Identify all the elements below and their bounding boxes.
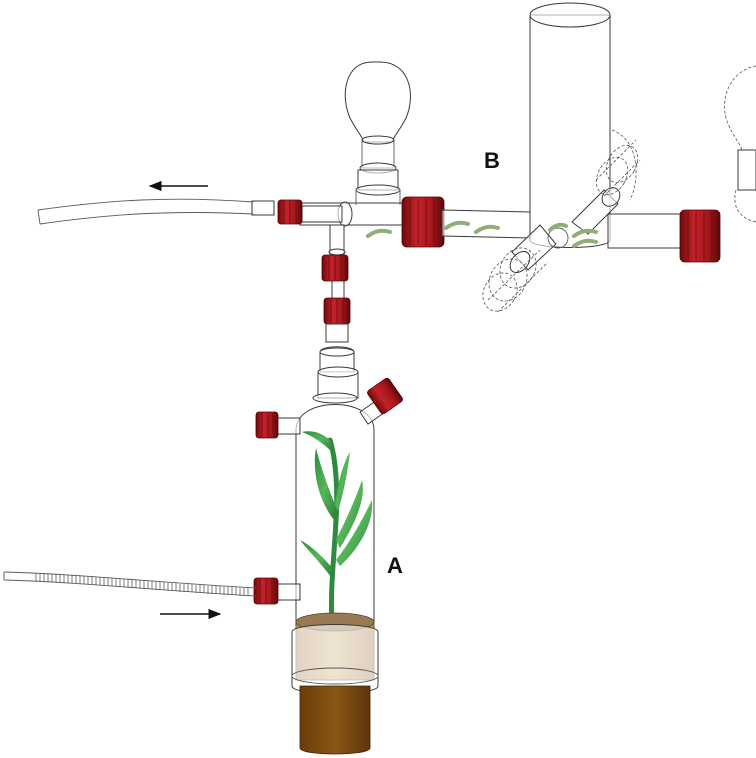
junction-large-cap [401, 196, 445, 248]
bottom-plug [299, 685, 371, 755]
partial-bulb-right [724, 65, 756, 223]
plant [300, 431, 373, 625]
chamber-base-ring [291, 624, 379, 694]
vessel-b-right-cap [679, 209, 721, 263]
chamber-neck-joint [317, 323, 359, 399]
connector-lower-cap [323, 297, 351, 325]
manifold-tube [299, 201, 413, 227]
manifold-left-cap [277, 199, 303, 225]
chamber-lower-left-cap [253, 577, 279, 605]
chamber-lower-left-port [275, 583, 301, 601]
glass-bulb-stopper [344, 61, 411, 205]
dashed-alternate-positions [482, 129, 641, 313]
label-b: B [484, 148, 500, 173]
vessel-b [441, 2, 691, 274]
chamber-upper-right-cap [367, 377, 403, 415]
vertical-connector [328, 224, 346, 301]
green-beads [366, 220, 598, 248]
label-a: A [387, 553, 403, 578]
inlet-corrugated-tubing [3, 571, 257, 597]
outlet-tubing [37, 198, 275, 225]
connector-upper-cap [321, 254, 349, 282]
chamber-upper-left-cap [255, 411, 279, 439]
chamber-upper-left-port [275, 417, 301, 435]
